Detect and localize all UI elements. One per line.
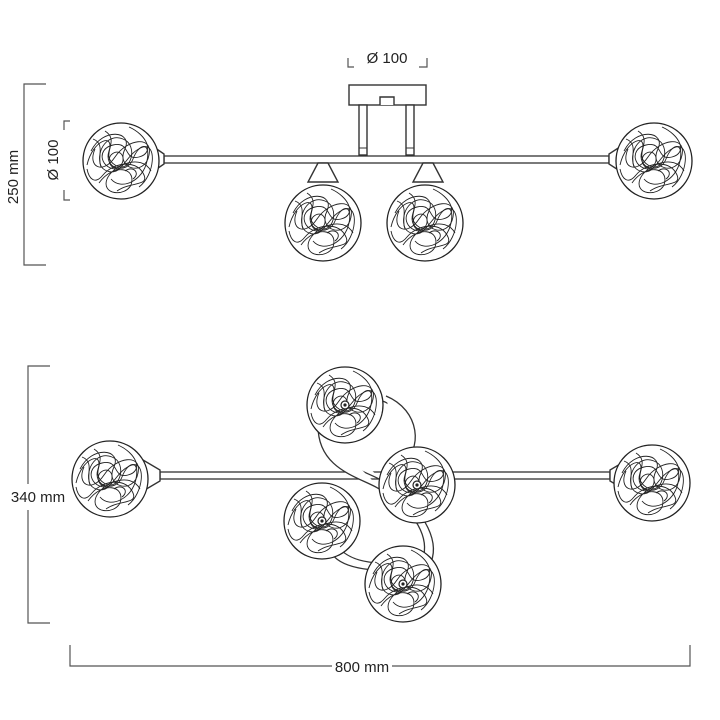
canopy <box>348 84 427 156</box>
globe-top-middle <box>379 447 455 523</box>
canopy-diameter-dimension: Ø 100 <box>347 50 428 68</box>
side-view: Ø 100 250 mm Ø 100 <box>5 50 692 266</box>
cup-center-right <box>411 162 445 183</box>
depth-dimension: 340 mm <box>11 365 65 624</box>
cup-center-left <box>306 162 340 183</box>
globe-side-center-left <box>285 185 361 261</box>
width-label: 800 mm <box>335 659 389 676</box>
globe-side-center-right <box>387 185 463 261</box>
main-bar <box>163 155 610 164</box>
globe-side-right <box>616 123 692 199</box>
globe-diameter-label: Ø 100 <box>45 140 62 181</box>
globe-diameter-dimension: Ø 100 <box>45 120 70 201</box>
height-dimension: 250 mm <box>5 83 46 266</box>
height-label: 250 mm <box>5 150 22 204</box>
top-view: 340 mm 800 mm <box>11 365 691 676</box>
globe-top-right <box>614 445 690 521</box>
globe-top-bottom <box>365 546 441 622</box>
width-dimension: 800 mm <box>69 645 691 676</box>
globe-side-left <box>83 123 159 199</box>
depth-label: 340 mm <box>11 489 65 506</box>
globe-top-lower-left <box>284 483 360 559</box>
canopy-diameter-label: Ø 100 <box>367 50 408 67</box>
globe-top-left <box>72 441 148 517</box>
globe-top-upper <box>307 367 383 443</box>
